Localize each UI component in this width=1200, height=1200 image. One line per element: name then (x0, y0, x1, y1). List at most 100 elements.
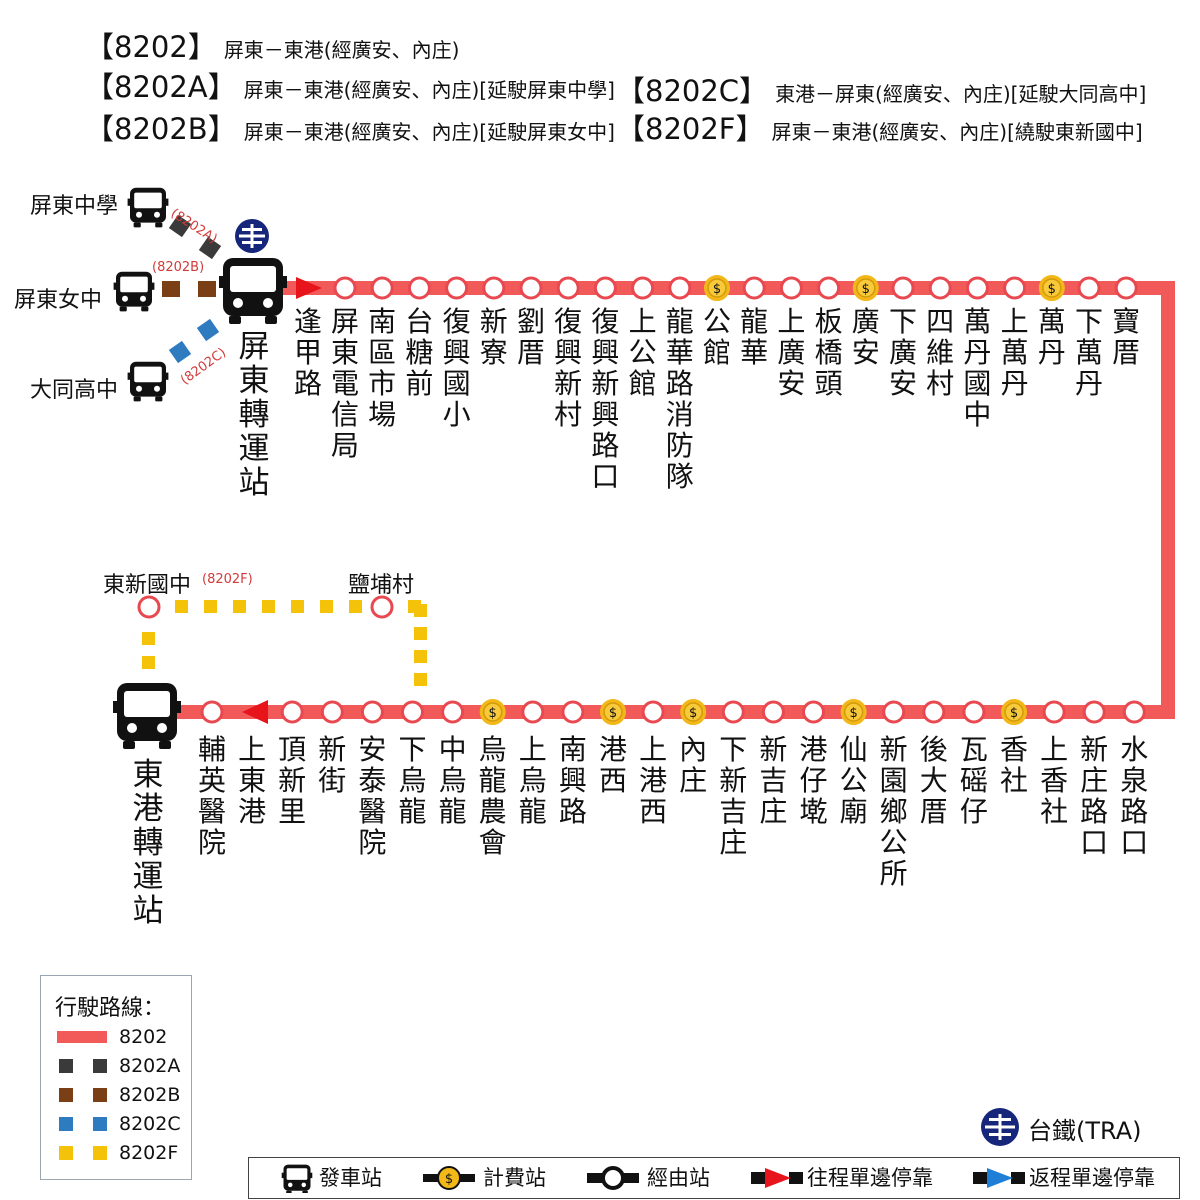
top-stop-label: 四維村 (926, 305, 955, 400)
legend-swatch (57, 1031, 107, 1043)
bottom-stop-label: 頂新里 (278, 733, 307, 828)
start-terminal-bus-icon (219, 258, 287, 324)
stop-marker (482, 276, 506, 300)
return-one-side-arrow-icon (242, 700, 268, 724)
toll-coin-icon: $ (1010, 706, 1018, 721)
toll-coin-icon: $ (689, 706, 697, 721)
top-stop-label: 龍華 (740, 305, 769, 369)
top-stop-label: 上萬丹 (1000, 305, 1029, 400)
top-stop-label: 台糖前 (405, 305, 434, 400)
branch-f-stop1-label: 東新國中 (103, 573, 192, 598)
top-stop-label: 新寮 (479, 305, 508, 369)
bottom-stop-label: 上東港 (238, 733, 267, 828)
branch-b-stop-label: 屏東女中 (14, 288, 103, 313)
stop-marker (1122, 700, 1146, 724)
toll-stop-marker: $ (704, 275, 730, 301)
branch-a-stop-label: 屏東中學 (30, 194, 119, 219)
top-stop-label: 下廣安 (888, 305, 917, 400)
top-stop-label: 萬丹 (1037, 305, 1066, 369)
stop-marker (561, 700, 585, 724)
header-line-8202c: 【8202C】 東港－屏東(經廣安、內庄)[延駛大同高中] (616, 74, 1147, 108)
bottom-stop-label: 香社 (999, 733, 1028, 797)
toll-stop-marker: $ (600, 699, 626, 725)
bottom-stop-label: 南興路 (558, 733, 587, 828)
branch-c-line (168, 318, 220, 364)
stop-marker (593, 276, 617, 300)
bottom-stop-label: 後大厝 (919, 733, 948, 828)
branch-f-line (142, 600, 427, 686)
bottom-row-stops: $ $ $ $ $ (200, 699, 1146, 725)
bottom-stop-label: 內庄 (679, 733, 708, 797)
stop-marker (200, 700, 224, 724)
header-line-8202a: 【8202A】 屏東－東港(經廣安、內庄)[延駛屏東中學] (85, 70, 615, 104)
top-stop-label: 逢甲路 (293, 305, 322, 400)
bottom-stop-label: 仙公廟 (839, 733, 868, 828)
bottom-stop-label: 下新吉庄 (719, 733, 748, 859)
top-stop-label: 寶厝 (1112, 305, 1141, 369)
start-terminal-label: 屏東轉運站 (238, 329, 270, 501)
branch-f-stops (137, 595, 394, 619)
branch-a-line (168, 214, 222, 260)
stop-marker (802, 700, 825, 724)
symbol-legend: 發車站 $ 計費站 經由站 往程單邊停靠 返程單邊停靠 (248, 1157, 1180, 1199)
bottom-stop-label: 新街 (318, 733, 347, 797)
toll-stop-marker: $ (852, 275, 879, 301)
top-stop-label: 萬丹國中 (963, 305, 992, 431)
legend-swatch (59, 1117, 107, 1131)
end-terminal-bus-icon (113, 683, 181, 749)
bottom-stop-label: 新吉庄 (759, 733, 788, 828)
svg-text:$: $ (445, 1172, 453, 1187)
header-line-8202: 【8202】 屏東－東港(經廣安、內庄) (85, 30, 460, 64)
stop-marker (333, 276, 357, 300)
stop-marker (280, 700, 304, 724)
top-row-stops: $ $ $ (333, 275, 1138, 301)
toll-coin-icon: $ (423, 1166, 475, 1190)
bottom-stop-label: 上香社 (1040, 733, 1069, 828)
stop-marker (962, 700, 986, 724)
stop-marker (441, 700, 465, 724)
bottom-stop-label: 上烏龍 (518, 733, 547, 828)
tra-label: 台鐵(TRA) (1028, 1117, 1142, 1145)
bottom-stop-label: 輔英醫院 (197, 733, 226, 859)
toll-stop-marker: $ (680, 699, 707, 725)
stop-marker (761, 700, 785, 724)
branch-b-code: (8202B) (152, 260, 205, 275)
stop-marker (641, 700, 665, 724)
bottom-stop-label: 安泰醫院 (358, 733, 387, 859)
stop-marker (721, 700, 745, 724)
stop-marker (370, 276, 394, 300)
top-stop-label: 劉厝 (516, 305, 545, 369)
top-stop-label: 上廣安 (777, 305, 806, 400)
stop-marker (521, 700, 545, 724)
tra-logo-icon (235, 219, 269, 253)
toll-coin-icon: $ (1048, 282, 1056, 297)
toll-coin-icon: $ (862, 282, 870, 297)
stop-marker (631, 276, 655, 300)
branch-b-bus-icon (113, 271, 155, 312)
stop-marker (965, 276, 989, 300)
tra-logo-icon (981, 1108, 1019, 1146)
branch-c-stop-label: 大同高中 (30, 378, 119, 403)
toll-stop-marker: $ (1001, 699, 1027, 725)
bottom-stop-label: 新庄路口 (1080, 733, 1109, 859)
stop-marker (407, 276, 431, 300)
bus-icon (281, 1164, 313, 1193)
stop-circle-icon (587, 1166, 639, 1190)
toll-coin-icon: $ (849, 706, 857, 721)
stop-marker (360, 700, 384, 724)
toll-coin-icon: $ (489, 706, 497, 721)
legend-title: 行駛路線： (55, 996, 166, 1021)
top-stop-label: 復興新村 (554, 305, 583, 431)
legend-swatch (59, 1088, 107, 1102)
stop-marker (1077, 276, 1101, 300)
bottom-stop-label: 瓦磘仔 (959, 733, 988, 828)
stop-marker (1114, 276, 1138, 300)
branch-c-bus-icon (127, 361, 169, 402)
legend-swatch (59, 1059, 107, 1073)
stop-marker (891, 276, 915, 300)
stop-marker (320, 700, 344, 724)
top-stop-label: 復興新興路口 (591, 305, 620, 493)
stop-marker (1003, 276, 1027, 300)
